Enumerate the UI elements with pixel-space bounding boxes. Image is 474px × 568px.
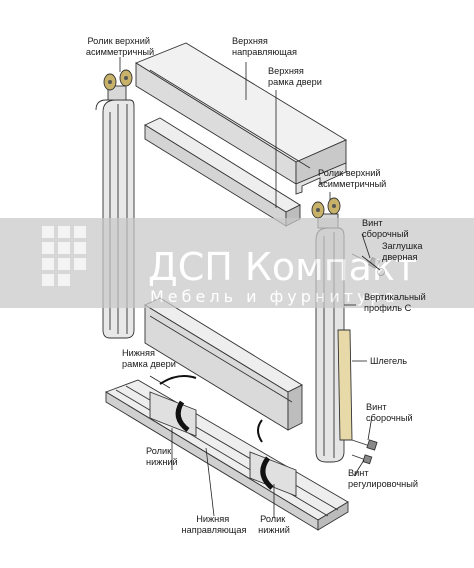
label-line: Винт <box>366 402 387 412</box>
bottom-guide-rail <box>104 379 349 531</box>
bottom-door-frame <box>144 297 303 431</box>
label-line: Заглушка <box>382 241 423 251</box>
top-guide-rail <box>135 42 347 195</box>
label-line: Нижняя <box>122 348 155 358</box>
label-bottom-door-frame: Нижняя рамка двери <box>122 348 176 369</box>
label-line: Вертикальный <box>364 292 426 302</box>
watermark: ДСП Компакт Мебель и фурнитура <box>0 218 474 308</box>
label-line: сборочный <box>366 413 413 423</box>
label-line: Нижняя <box>196 514 229 524</box>
label-line: Винт <box>348 468 369 478</box>
label-line: асимметричный <box>318 179 386 189</box>
label-line: направляющая <box>182 525 247 535</box>
label-roller-bottom-left: Ролик нижний <box>146 446 178 467</box>
label-roller-top-asym-right: Ролик верхний асимметричный <box>318 168 386 189</box>
label-brush-seal: Шлегель <box>370 356 407 366</box>
label-roller-top-asym-left: Ролик верхний асимметричный <box>86 36 154 57</box>
label-line: нижний <box>146 457 178 467</box>
label-top-guide: Верхняя направляющая <box>232 36 297 57</box>
assembly-screw-bottom <box>351 439 378 451</box>
label-line: профиль С <box>364 303 412 313</box>
watermark-logo-squares <box>42 226 86 286</box>
top-roller-left <box>103 69 133 101</box>
label-line: асимметричный <box>86 47 154 57</box>
label-line: нижний <box>258 525 290 535</box>
label-screw-adjusting: Винт регулировочный <box>348 468 418 489</box>
label-line: Верхняя <box>232 36 268 46</box>
label-door-plug: Заглушка дверная <box>382 241 425 262</box>
label-line: Ролик верхний <box>87 36 150 46</box>
label-line: рамка двери <box>268 77 322 87</box>
bottom-roller-right <box>249 419 297 497</box>
label-line: Верхняя <box>268 66 304 76</box>
label-line: Ролик верхний <box>318 168 381 178</box>
watermark-subtitle: Мебель и фурнитура <box>150 287 399 306</box>
label-line: регулировочный <box>348 479 418 489</box>
label-line: дверная <box>382 252 418 262</box>
callout-labels: Ролик верхний асимметричный Верхняя напр… <box>86 36 428 535</box>
leader-lines <box>119 57 381 518</box>
label-roller-bottom-right: Ролик нижний <box>258 514 290 535</box>
label-line: Шлегель <box>370 356 407 366</box>
label-line: рамка двери <box>122 359 176 369</box>
adjusting-screw <box>351 454 373 465</box>
label-line: Ролик <box>260 514 286 524</box>
label-bottom-guide: Нижняя направляющая <box>182 514 247 535</box>
label-line: сборочный <box>362 229 409 239</box>
label-top-door-frame: Верхняя рамка двери <box>268 66 322 87</box>
label-line: направляющая <box>232 47 297 57</box>
watermark-title: ДСП Компакт <box>148 245 417 289</box>
label-line: Винт <box>362 218 383 228</box>
bottom-roller-left <box>149 375 197 437</box>
label-vertical-profile: Вертикальный профиль С <box>364 292 428 313</box>
label-screw-assembly-bottom: Винт сборочный <box>366 402 413 423</box>
label-line: Ролик <box>146 446 172 456</box>
label-screw-assembly-top: Винт сборочный <box>362 218 409 239</box>
